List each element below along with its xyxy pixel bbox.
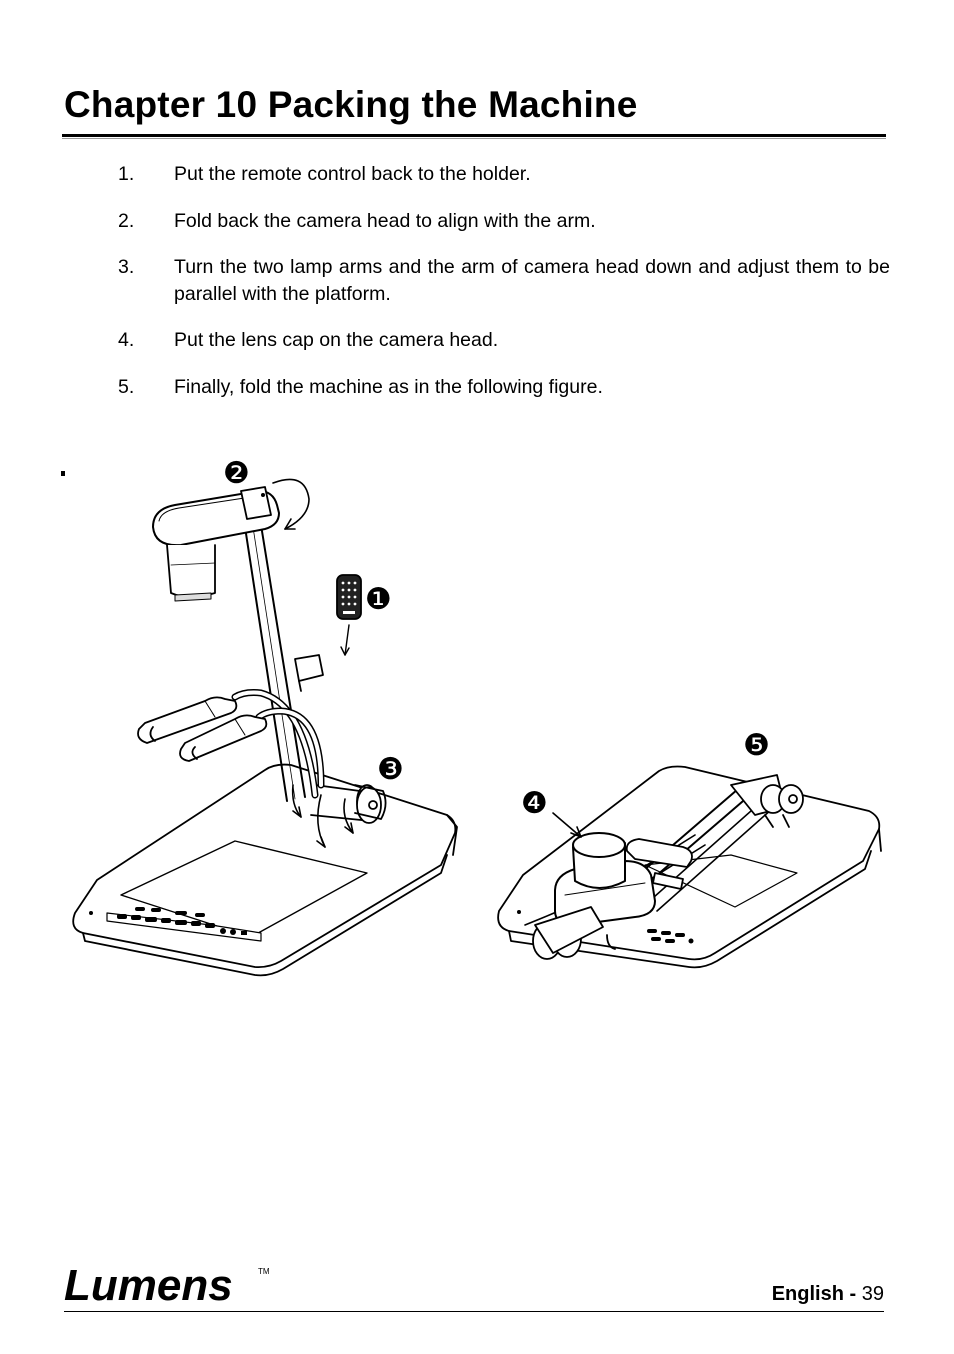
callout-4: ❹ (521, 786, 548, 821)
page-footer: English - 39 (772, 1283, 884, 1306)
lumens-logo: Lumens TM (64, 1262, 270, 1308)
step-number: 3. (118, 256, 135, 278)
footer-rule (64, 1311, 884, 1312)
step-number: 5. (118, 376, 135, 398)
unfolded-document-camera-illustration (72, 478, 458, 977)
folding-figure: ❶ ❷ ❸ ❹ ❺ (61, 456, 882, 977)
lumens-logo-text: Lumens (64, 1262, 233, 1308)
step-text: Finally, fold the machine as in the foll… (174, 376, 603, 398)
title-underline-shadow (62, 138, 886, 139)
folded-document-camera-illustration (497, 765, 882, 969)
page-number: 39 (861, 1283, 884, 1305)
footer-separator: - (849, 1283, 857, 1305)
step-text: Put the remote control back to the holde… (174, 163, 531, 185)
trademark-mark: TM (258, 1267, 270, 1276)
step-number: 2. (118, 210, 135, 232)
step-text: Put the lens cap on the camera head. (174, 329, 499, 351)
step-number: 1. (118, 163, 135, 185)
callout-3: ❸ (377, 752, 404, 787)
callout-2: ❷ (223, 456, 250, 491)
chapter-title: Chapter 10 Packing the Machine (64, 84, 638, 125)
callout-5: ❺ (743, 728, 770, 763)
callout-1: ❶ (365, 582, 392, 617)
step-number: 4. (118, 329, 135, 351)
title-underline (62, 134, 886, 137)
footer-language: English (771, 1283, 844, 1305)
remote-control-icon (336, 574, 362, 620)
step-text: Turn the two lamp arms and the arm of ca… (174, 256, 890, 305)
step-text: Fold back the camera head to align with … (174, 210, 596, 232)
